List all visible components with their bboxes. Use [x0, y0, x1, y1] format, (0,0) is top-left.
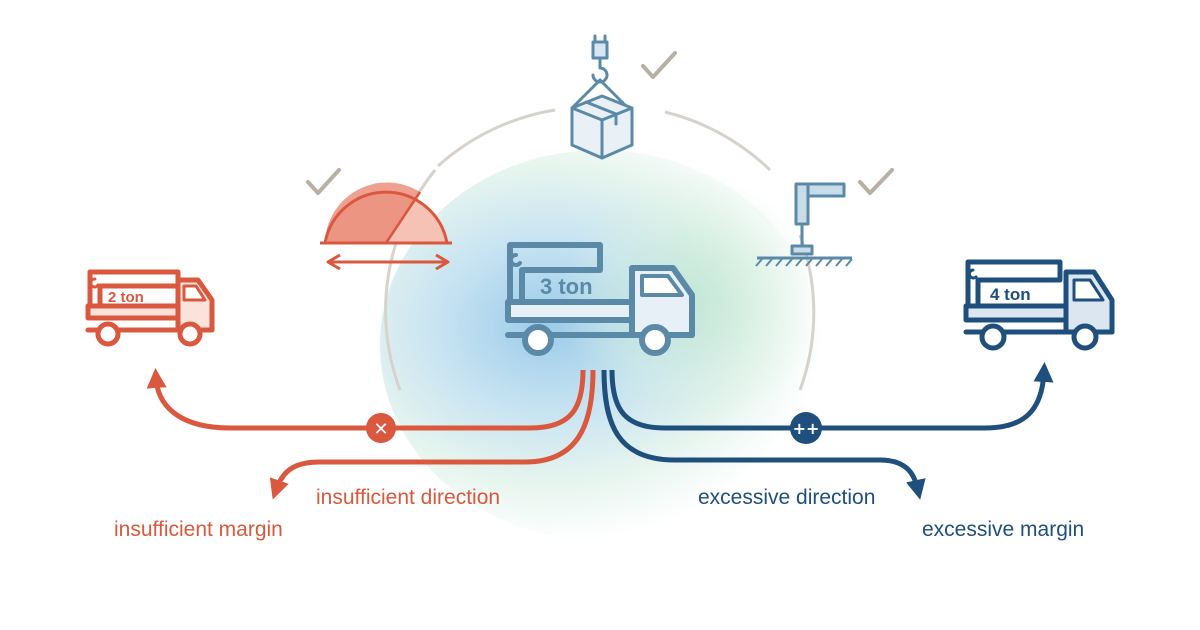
center-truck-icon	[505, 242, 695, 356]
check-icon-left	[306, 168, 341, 195]
hook-box-icon	[570, 34, 634, 160]
excessive-marker: ++	[793, 419, 820, 438]
excessive-margin-arrow	[609, 362, 1054, 431]
check-icon-top	[641, 51, 677, 79]
excessive-direction-arrow	[601, 369, 926, 500]
left-truck-icon	[85, 269, 215, 347]
insufficient-marker-circle	[366, 413, 396, 443]
outer-arc-top-left	[436, 108, 556, 168]
insufficient-margin-label: insufficient margin	[114, 518, 283, 541]
insufficient-direction-arrow	[269, 369, 596, 500]
ground-hatch	[755, 258, 853, 267]
center-truck-label: 3 ton	[540, 274, 593, 299]
right-truck-icon	[963, 259, 1115, 351]
outrigger-icon	[757, 182, 852, 260]
left-truck-label: 2 ton	[108, 289, 144, 306]
excessive-margin-label: excessive margin	[922, 518, 1085, 541]
insufficient-marker: ✕	[373, 419, 388, 440]
excessive-direction-label: excessive direction	[698, 486, 876, 509]
insufficient-direction-label: insufficient direction	[316, 486, 501, 509]
right-truck-label: 4 ton	[990, 285, 1031, 304]
outer-arc-top-right	[664, 110, 772, 172]
excessive-marker-circle	[790, 412, 822, 444]
check-icon-right	[858, 168, 894, 195]
radius-icon	[320, 182, 452, 271]
